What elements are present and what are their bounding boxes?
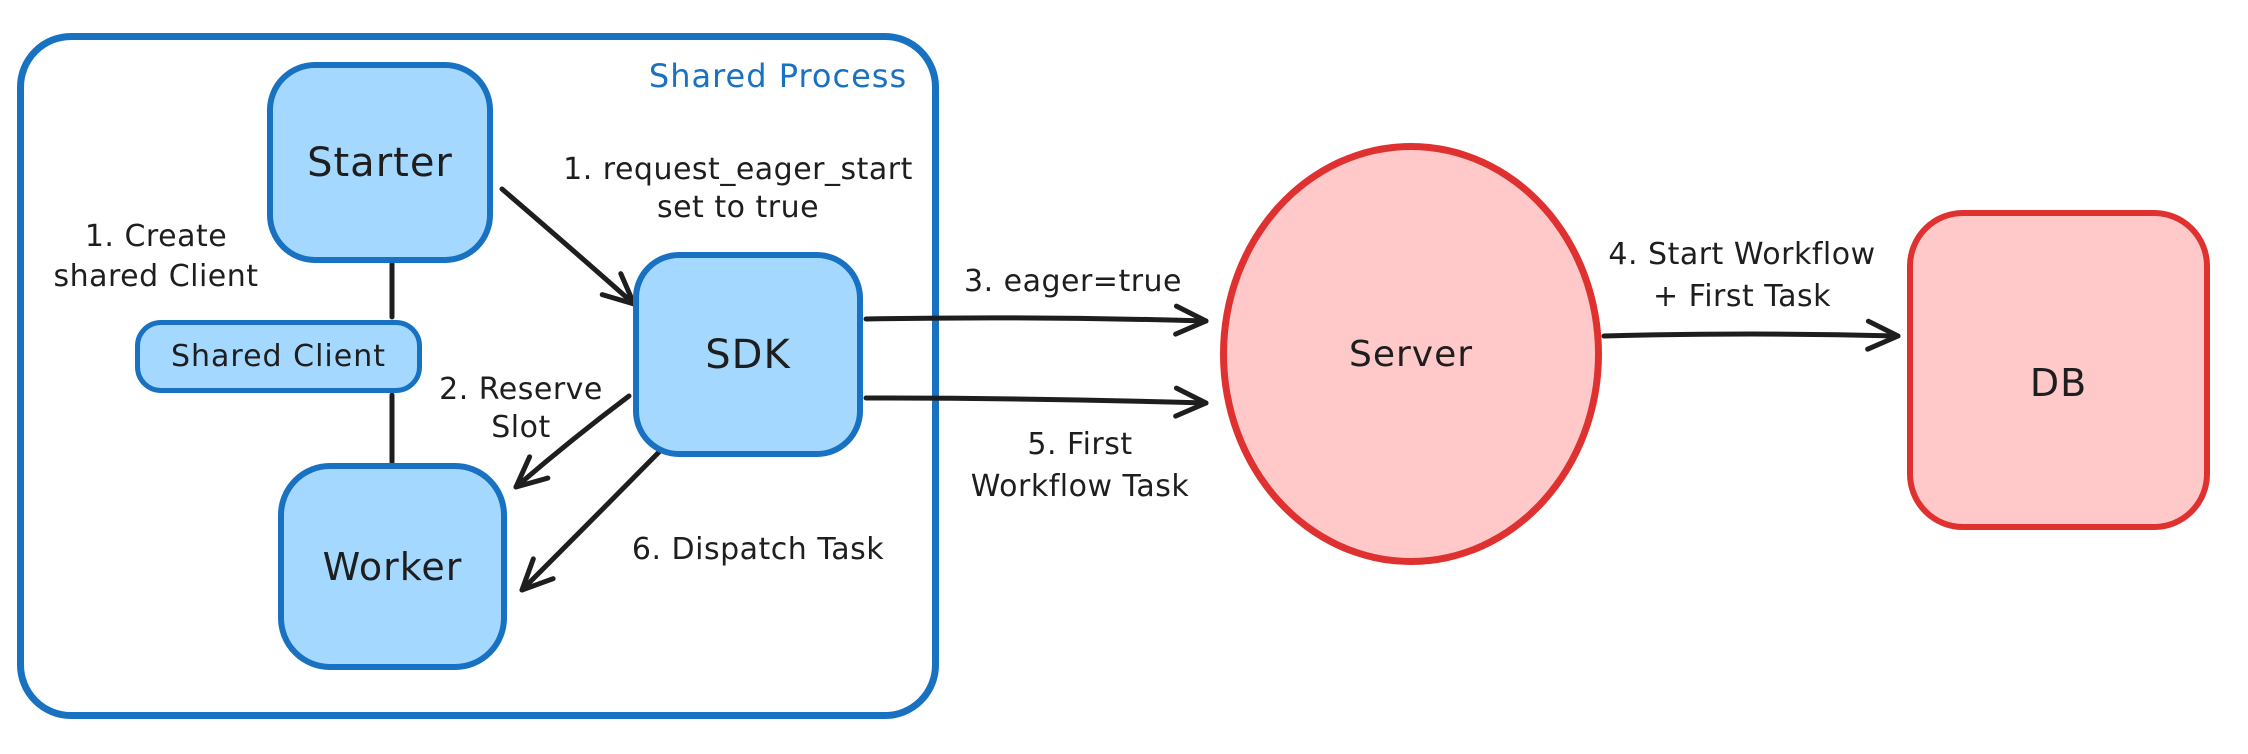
annotation-dispatch-task: 6. Dispatch Task: [632, 530, 884, 570]
annotation-eager-true: 3. eager=true: [964, 262, 1182, 302]
annotation-line: 4. Start Workflow: [1608, 237, 1876, 272]
annotation-line: Slot: [491, 410, 551, 445]
node-worker-label: Worker: [322, 544, 463, 589]
annotation-line: 1. Create: [84, 219, 228, 254]
annotation-first-workflow-task: 5. First Workflow Task: [971, 424, 1190, 508]
node-db-label: DB: [2029, 361, 2088, 405]
annotation-reserve-slot: 2. Reserve Slot: [439, 371, 603, 447]
annotation-line: 5. First: [1027, 427, 1133, 462]
node-starter-label: Starter: [307, 139, 453, 186]
annotation-line: shared Client: [53, 259, 259, 294]
annotation-line: 6. Dispatch Task: [631, 532, 885, 567]
annotation-request-eager-start: 1. request_eager_start set to true: [563, 151, 913, 227]
annotation-line: 2. Reserve: [439, 372, 603, 407]
node-starter: Starter: [267, 62, 493, 263]
node-sdk-label: SDK: [705, 331, 791, 378]
shared-process-label: Shared Process: [648, 57, 908, 95]
node-server-label: Server: [1348, 333, 1474, 375]
node-server: Server: [1220, 143, 1602, 565]
annotation-line: Workflow Task: [970, 469, 1190, 504]
node-shared-client-label: Shared Client: [170, 339, 386, 374]
annotation-create-shared-client: 1. Create shared Client: [53, 217, 258, 297]
annotation-line: 3. eager=true: [963, 264, 1183, 299]
node-shared-client: Shared Client: [135, 320, 422, 393]
annotation-line: + First Task: [1652, 279, 1832, 314]
node-worker: Worker: [278, 463, 507, 670]
shared-process-group: [17, 33, 939, 719]
node-sdk: SDK: [633, 252, 863, 457]
arrow-server-to-db: [1601, 318, 1901, 352]
node-db: DB: [1907, 210, 2210, 530]
annotation-line: 1. request_eager_start: [563, 152, 913, 187]
annotation-line: set to true: [656, 190, 820, 225]
annotation-start-workflow: 4. Start Workflow + First Task: [1608, 234, 1875, 318]
